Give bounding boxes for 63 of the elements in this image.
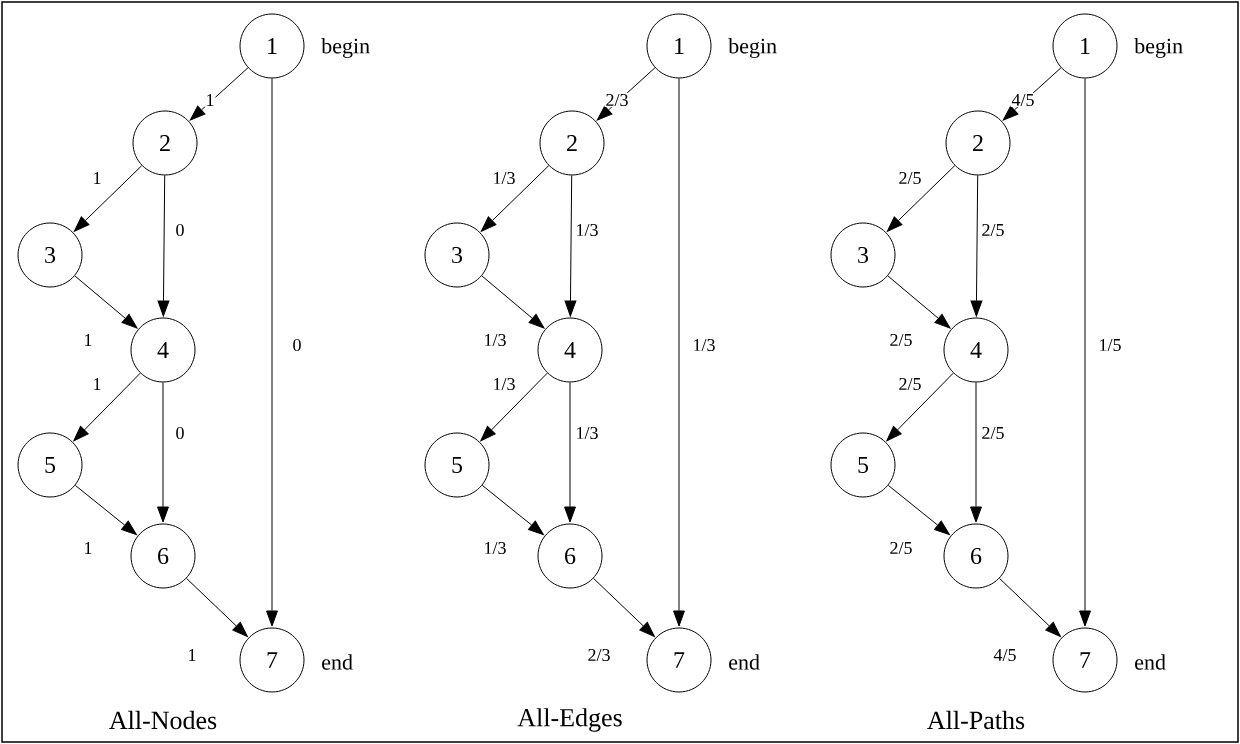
arrow (673, 78, 685, 627)
edge-label: 2/5 (888, 540, 914, 556)
arrow (564, 382, 576, 523)
arrow (266, 78, 278, 627)
edge-label: 2/3 (604, 92, 630, 108)
edge-label: 2/5 (897, 170, 923, 186)
arrow (480, 165, 550, 232)
arrow (189, 67, 249, 121)
edge-label: 1/3 (491, 376, 517, 392)
arrow (886, 165, 956, 232)
arrow (970, 382, 982, 523)
edge-label: 2/5 (980, 425, 1006, 441)
edge-label: 2/5 (980, 222, 1006, 238)
node-caption: begin (1134, 38, 1183, 58)
node-caption: begin (321, 38, 370, 58)
arrow (481, 275, 545, 329)
arrow (157, 175, 170, 317)
arrow (593, 577, 655, 638)
edge-label: 1/3 (574, 222, 600, 238)
edge-label: 1/3 (482, 332, 508, 348)
arrow (74, 275, 138, 329)
graph-title: All-Nodes (109, 710, 217, 730)
arrow (1002, 67, 1062, 121)
edge-label: 2/5 (888, 332, 914, 348)
arrow (887, 275, 951, 329)
arrow (970, 175, 983, 317)
arrow (886, 372, 954, 442)
edge-label: 1 (91, 171, 103, 185)
edge-label: 2/3 (586, 647, 612, 663)
node-caption: begin (728, 38, 777, 58)
graph-title: All-Paths (927, 710, 1025, 730)
edge-label: 0 (291, 337, 303, 353)
arrow (73, 372, 141, 442)
arrow (157, 382, 169, 523)
arrow (73, 165, 143, 232)
graph-title: All-Edges (517, 708, 622, 732)
edge-label: 1/3 (691, 337, 717, 353)
arrow (481, 484, 545, 536)
edge-label: 0 (174, 222, 186, 238)
node-caption: end (729, 654, 760, 670)
arrow (480, 372, 548, 442)
arrow (999, 577, 1061, 638)
edge-label: 1/3 (491, 170, 517, 186)
edge-label: 1 (204, 93, 216, 107)
arrow (186, 577, 248, 638)
node-caption: end (1135, 654, 1166, 670)
edge-label: 4/5 (1010, 93, 1036, 107)
node-caption: end (322, 654, 353, 670)
edge-label: 1 (91, 377, 103, 391)
arrow (1079, 78, 1091, 627)
edge-label: 2/5 (897, 376, 923, 392)
edge-label: 0 (174, 425, 186, 441)
edge-label: 1/3 (482, 540, 508, 556)
edge-label: 1 (186, 648, 198, 662)
arrow (887, 484, 950, 536)
edge-label: 1 (82, 541, 94, 555)
edge-label: 1 (82, 333, 94, 347)
arrow (596, 67, 656, 121)
edge-label: 4/5 (992, 647, 1018, 662)
arrow (564, 175, 577, 317)
edge-label: 1/5 (1097, 337, 1123, 353)
arrow (74, 484, 138, 536)
edge-label: 1/3 (574, 425, 600, 441)
